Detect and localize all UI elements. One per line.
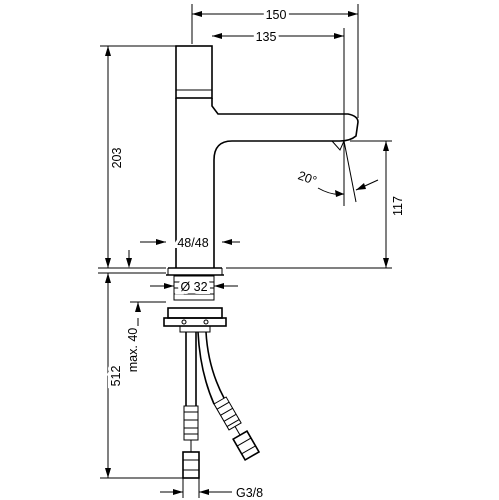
dimension-g3-8: G3/8	[160, 478, 263, 500]
dimension-135: 135	[212, 27, 345, 140]
dimension-135-label: 135	[256, 30, 277, 44]
dimension-diameter-32: Ø 32	[150, 277, 238, 297]
hose-nut-right	[232, 430, 261, 462]
faucet-body	[166, 45, 359, 276]
mounting-washer	[163, 317, 227, 327]
hose-fitting-left	[183, 405, 199, 441]
dimension-512: 512	[98, 272, 183, 479]
faucet-handle	[175, 45, 213, 99]
dimension-48-48-label: 48/48	[177, 236, 208, 250]
dimension-48-48: 48/48	[126, 233, 240, 268]
supply-hoses	[182, 331, 261, 479]
dimension-117: 117	[226, 140, 408, 269]
dimension-diameter-32-label: Ø 32	[180, 280, 207, 294]
mounting-nut	[167, 307, 223, 319]
hose-nut-left	[182, 451, 200, 479]
mounting-assembly	[163, 275, 227, 333]
dimension-max-40-label: max. 40	[126, 328, 140, 373]
dimension-spray-angle-label: 20°	[296, 168, 319, 188]
dimension-g3-8-label: G3/8	[236, 486, 263, 500]
dimension-203: 203	[98, 45, 176, 269]
dimension-150: 150	[191, 4, 359, 118]
dimension-512-label: 512	[109, 366, 123, 387]
dimension-spray-angle: 20°	[296, 140, 379, 206]
dimension-117-label: 117	[391, 196, 405, 216]
hose-fitting-right	[213, 396, 242, 431]
dimension-max-40: max. 40	[126, 301, 166, 373]
hose-bent	[197, 331, 215, 405]
dimension-203-label: 203	[110, 148, 124, 169]
dimension-150-label: 150	[266, 8, 287, 22]
